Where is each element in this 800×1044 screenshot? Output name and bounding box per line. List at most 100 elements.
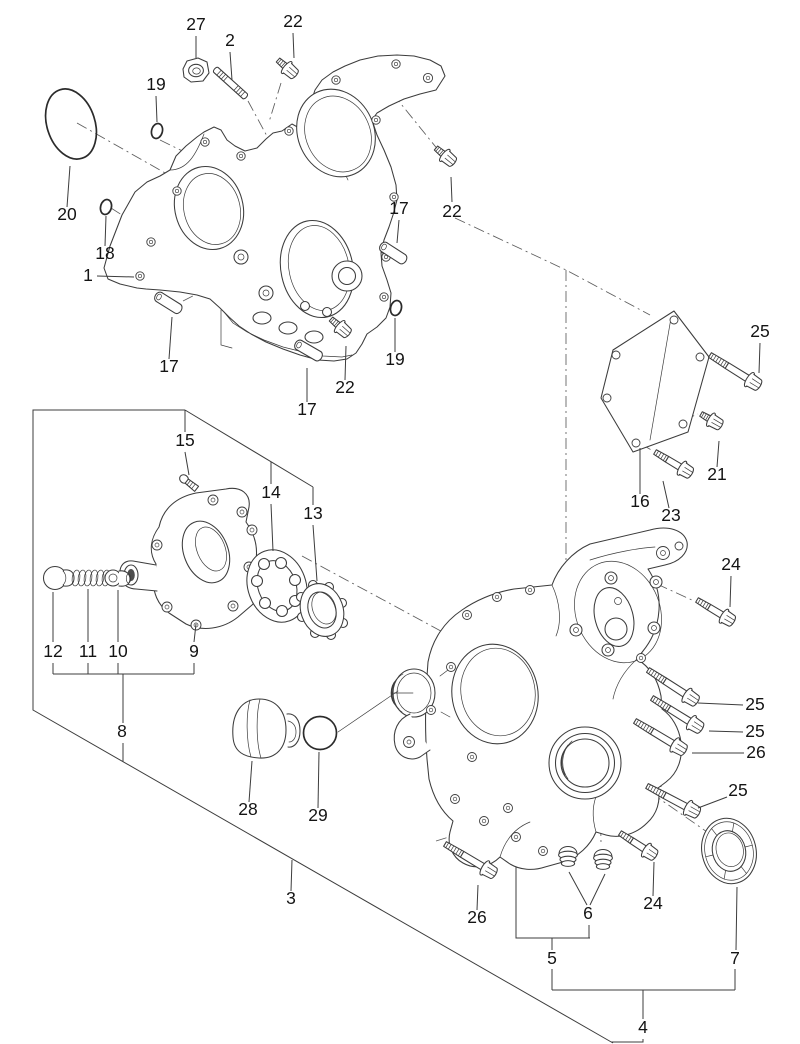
part-label-25-plate[interactable]: 25 — [750, 321, 769, 341]
part-label-18[interactable]: 18 — [95, 243, 114, 263]
leader-15 — [184, 410, 190, 476]
leader-9 — [193, 623, 197, 674]
leader-22-right — [450, 176, 453, 203]
part-label-17-right[interactable]: 17 — [389, 198, 408, 218]
part-label-7[interactable]: 7 — [730, 948, 740, 968]
part-label-2[interactable]: 2 — [225, 30, 235, 50]
part-label-23[interactable]: 23 — [661, 505, 680, 525]
callouts: 27 2 22 19 20 18 1 17 17 22 19 17 22 25 … — [43, 11, 770, 1043]
part-label-8[interactable]: 8 — [117, 721, 127, 741]
callout-25-a: 25 — [697, 694, 765, 714]
part-label-22-top[interactable]: 22 — [283, 11, 302, 31]
timing-gear-cover — [390, 527, 688, 870]
leader-26-b — [476, 884, 479, 911]
pump-outer-rotor — [295, 579, 349, 641]
part-label-15[interactable]: 15 — [175, 430, 194, 450]
part-label-16[interactable]: 16 — [630, 491, 649, 511]
part-label-22-bottom[interactable]: 22 — [335, 377, 354, 397]
callout-25-c: 25 — [697, 780, 748, 809]
callout-26-b: 26 — [467, 884, 487, 927]
part-label-24-bottom[interactable]: 24 — [643, 893, 663, 913]
callout-24-bottom: 24 — [643, 861, 663, 913]
pump-screw — [179, 474, 200, 492]
part-label-24-top[interactable]: 24 — [721, 554, 741, 574]
group3-border — [32, 409, 614, 1044]
part-label-9[interactable]: 9 — [189, 641, 199, 661]
callout-15: 15 — [175, 410, 195, 476]
part-label-5[interactable]: 5 — [547, 948, 557, 968]
part-label-19-top[interactable]: 19 — [146, 74, 165, 94]
part-label-14[interactable]: 14 — [261, 482, 281, 502]
callout-20: 20 — [57, 165, 77, 224]
part-label-25-b[interactable]: 25 — [745, 721, 764, 741]
timing-gear-case — [103, 54, 446, 362]
leader-22-top — [292, 32, 295, 59]
plug-27 — [182, 57, 210, 83]
part-label-26-b[interactable]: 26 — [467, 907, 486, 927]
crank-seal-boss — [548, 726, 622, 800]
o-ring-19-top — [148, 121, 166, 141]
pump-body-opening — [181, 520, 231, 584]
dowel-17-left — [152, 289, 185, 316]
callout-24-top: 24 — [721, 554, 741, 608]
part-label-1[interactable]: 1 — [83, 265, 93, 285]
part-label-25-a[interactable]: 25 — [745, 694, 764, 714]
part-label-25-c[interactable]: 25 — [728, 780, 747, 800]
callout-19-top: 19 — [146, 74, 166, 123]
group5-bracket — [515, 838, 590, 939]
part-label-12[interactable]: 12 — [43, 641, 62, 661]
o-ring-18 — [97, 197, 115, 217]
callout-22-right: 22 — [442, 176, 462, 221]
part-label-20[interactable]: 20 — [57, 204, 77, 224]
o-ring-29 — [302, 715, 338, 751]
callout-28: 28 — [238, 760, 258, 819]
part-label-3[interactable]: 3 — [286, 888, 296, 908]
part-label-27[interactable]: 27 — [186, 14, 205, 34]
callout-11: 11 — [79, 589, 97, 674]
leader-2 — [229, 51, 233, 81]
callout-1: 1 — [83, 265, 135, 285]
part-label-4[interactable]: 4 — [638, 1017, 648, 1037]
oil-pump-assembly — [42, 474, 349, 641]
stud-2 — [212, 66, 249, 100]
callout-3: 3 — [286, 859, 296, 908]
part-label-6[interactable]: 6 — [583, 903, 593, 923]
filler-neck — [390, 668, 451, 760]
leader-24-top — [729, 575, 732, 608]
relief-valve-piston — [104, 569, 132, 587]
bolt-25-plate — [705, 347, 765, 394]
part-label-17-bottom[interactable]: 17 — [297, 399, 316, 419]
part-label-13[interactable]: 13 — [303, 503, 322, 523]
bolt-24-top — [692, 592, 739, 630]
part-label-21[interactable]: 21 — [707, 464, 726, 484]
part-label-26-a[interactable]: 26 — [746, 742, 765, 762]
rear-plate — [600, 310, 710, 453]
callout-10: 10 — [108, 590, 128, 674]
part-label-10[interactable]: 10 — [108, 641, 128, 661]
bolt-24-bottom — [615, 825, 661, 864]
crank-seal-7 — [701, 817, 757, 885]
pump-parts-rail — [184, 409, 314, 488]
part-label-17-left[interactable]: 17 — [159, 356, 178, 376]
part-label-28[interactable]: 28 — [238, 799, 257, 819]
part-label-22-right[interactable]: 22 — [442, 201, 461, 221]
part-label-11[interactable]: 11 — [79, 641, 97, 661]
gear-case-bolt-holes — [135, 59, 434, 302]
gear-case-upper-opening — [296, 88, 376, 178]
leader-1 — [96, 275, 135, 278]
o-ring-29-pointer — [337, 690, 399, 733]
leader-13 — [312, 487, 318, 582]
callout-4: 4 — [611, 990, 648, 1043]
gasket-ring-20 — [44, 88, 98, 160]
leader-17-right — [396, 219, 400, 244]
part-label-29[interactable]: 29 — [308, 805, 327, 825]
callout-22-bottom: 22 — [335, 345, 355, 397]
pump-mounting-pad — [569, 560, 663, 664]
leader-21 — [716, 440, 720, 468]
gear-case-crank-opening — [173, 165, 245, 251]
part-label-19-right[interactable]: 19 — [385, 349, 404, 369]
callout-19-right: 19 — [385, 318, 405, 369]
leader-20 — [66, 165, 71, 208]
